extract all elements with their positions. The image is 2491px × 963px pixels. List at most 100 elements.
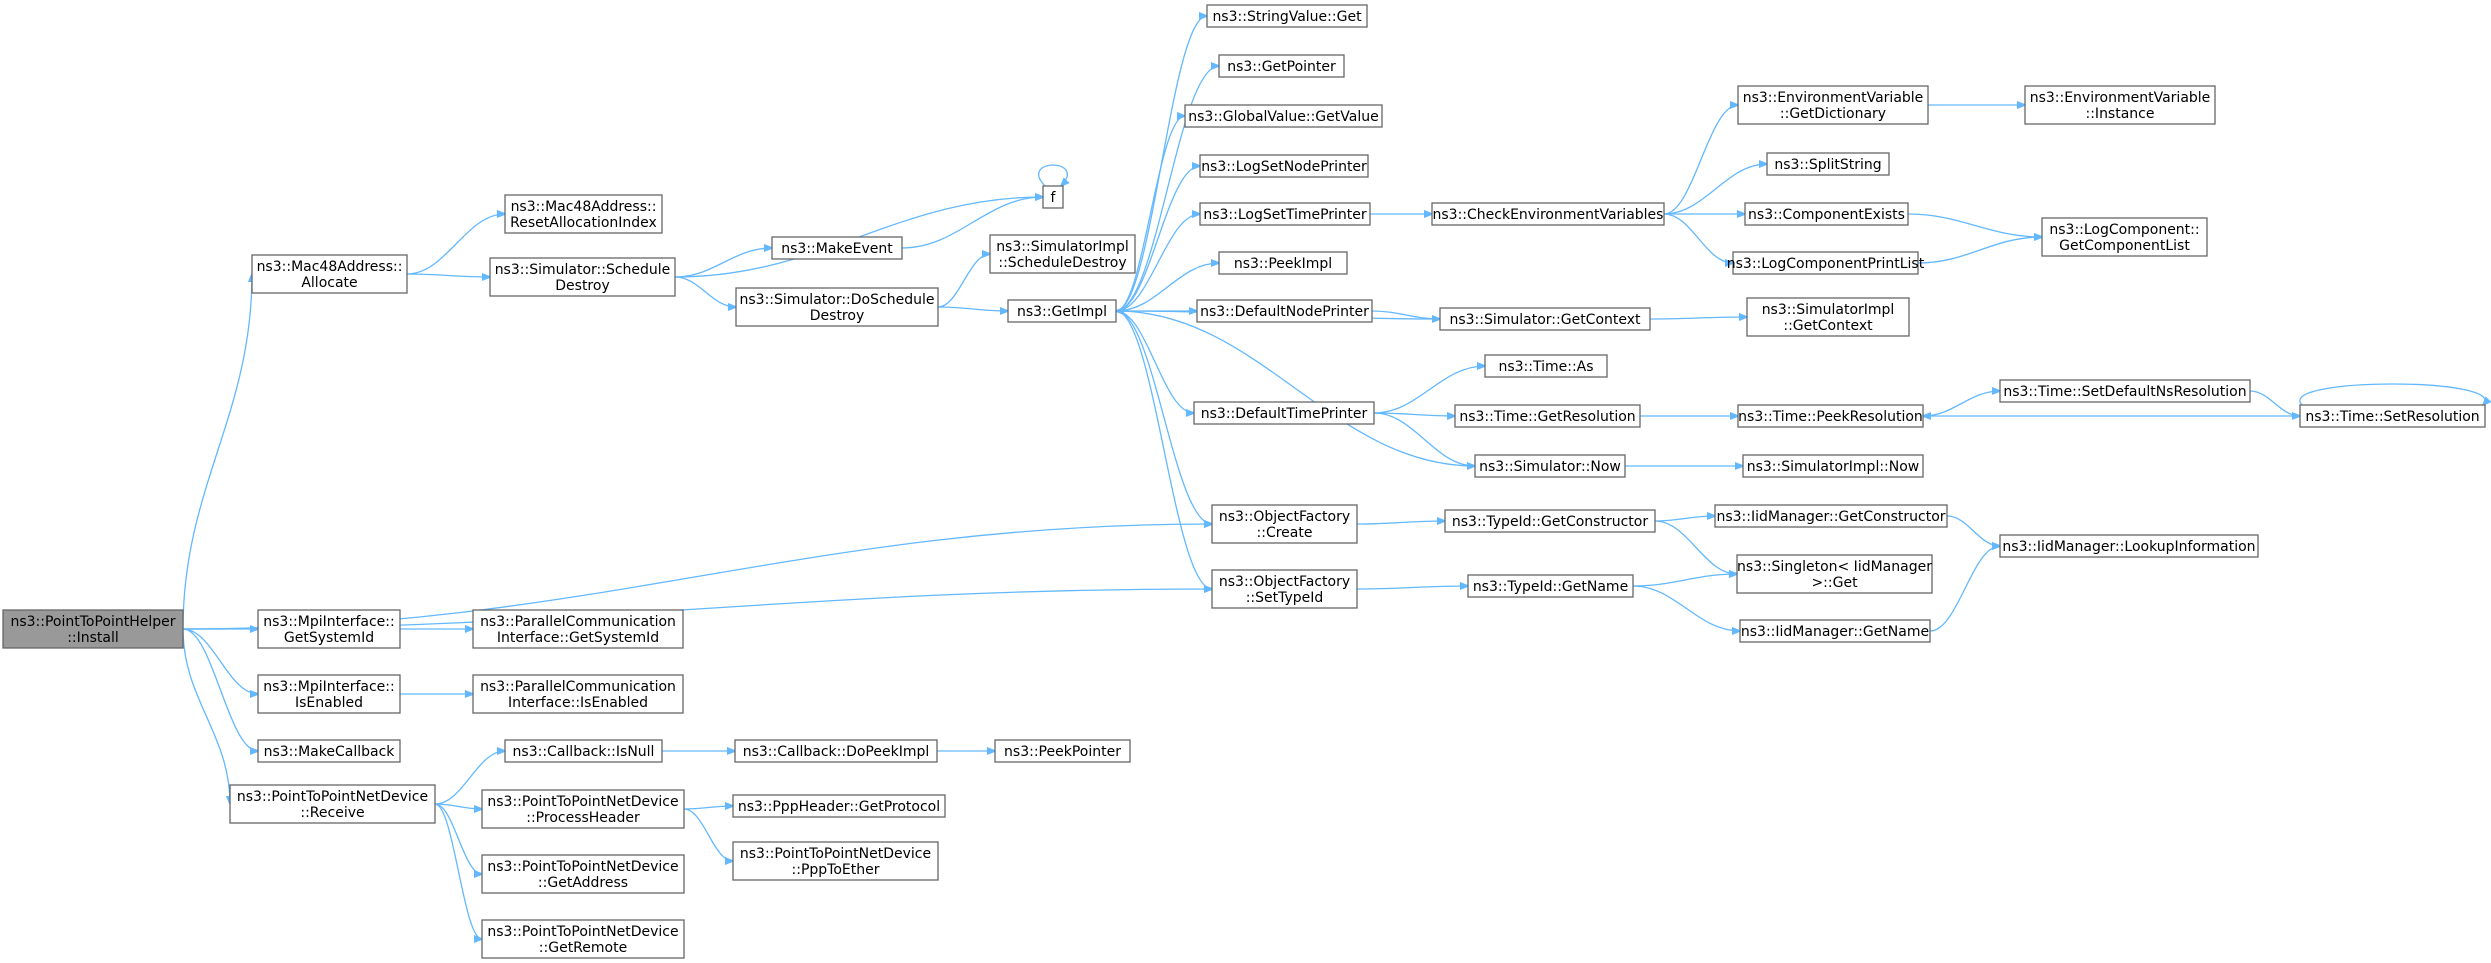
node-p2p-ppptoether[interactable]: ns3::PointToPointNetDevice::PppToEther xyxy=(732,841,939,881)
node-deftime[interactable]: ns3::DefaultTimePrinter xyxy=(1193,401,1375,425)
node-simimpl-ctx[interactable]: ns3::SimulatorImpl::GetContext xyxy=(1746,297,1910,337)
node-box xyxy=(1211,569,1358,609)
node-box xyxy=(1732,251,1919,275)
node-time-peekres[interactable]: ns3::Time::PeekResolution xyxy=(1737,404,1924,428)
node-simimpl-now[interactable]: ns3::SimulatorImpl::Now xyxy=(1742,454,1924,478)
node-label: ::GetRemote xyxy=(539,940,627,956)
node-iid-lookup[interactable]: ns3::IidManager::LookupInformation xyxy=(1999,534,2259,558)
node-getpointer[interactable]: ns3::GetPointer xyxy=(1218,54,1345,78)
node-defnode[interactable]: ns3::DefaultNodePrinter xyxy=(1196,299,1373,323)
node-label: ns3::ObjectFactory xyxy=(1219,574,1350,590)
node-p2p-receive[interactable]: ns3::PointToPointNetDevice::Receive xyxy=(229,784,436,824)
node-label: ns3::ObjectFactory xyxy=(1219,509,1350,525)
node-label: >::Get xyxy=(1811,575,1858,591)
node-label: ::SetTypeId xyxy=(1246,590,1324,606)
node-label: ns3::ParallelCommunication xyxy=(480,614,676,630)
node-typeid-getname[interactable]: ns3::TypeId::GetName xyxy=(1467,574,1634,598)
edge-sim-dosched-to-getimpl xyxy=(937,306,1008,311)
node-logsettime[interactable]: ns3::LogSetTimePrinter xyxy=(1199,202,1371,226)
node-label: ns3::GlobalValue::GetValue xyxy=(1188,109,1378,125)
node-mpi-enabled[interactable]: ns3::MpiInterface::IsEnabled xyxy=(257,674,401,714)
node-box xyxy=(1042,185,1064,209)
edge-deftime-to-sim-now xyxy=(1373,412,1475,466)
node-label: ns3::TypeId::GetConstructor xyxy=(1452,514,1648,530)
node-sim-getctx[interactable]: ns3::Simulator::GetContext xyxy=(1439,307,1651,331)
edge-typeid-getname-to-singleton xyxy=(1632,574,1737,587)
node-singleton[interactable]: ns3::Singleton< IidManager>::Get xyxy=(1736,554,1933,594)
node-label: ns3::MakeCallback xyxy=(264,744,396,760)
node-time-setdefns[interactable]: ns3::Time::SetDefaultNsResolution xyxy=(1999,379,2251,403)
edge-deftime-to-time-getres xyxy=(1373,413,1455,416)
node-makeevent[interactable]: ns3::MakeEvent xyxy=(771,236,903,260)
node-label: ns3::PointToPointNetDevice xyxy=(487,859,678,875)
node-typeid-getctor[interactable]: ns3::TypeId::GetConstructor xyxy=(1444,509,1656,533)
node-label: ::Create xyxy=(1257,525,1313,541)
node-time-as[interactable]: ns3::Time::As xyxy=(1484,354,1608,378)
node-getimpl[interactable]: ns3::GetImpl xyxy=(1007,299,1117,323)
node-objf-create[interactable]: ns3::ObjectFactory::Create xyxy=(1211,504,1358,544)
node-label: ::PppToEther xyxy=(792,862,880,878)
node-label: ns3::Callback::IsNull xyxy=(513,744,655,760)
node-label: ns3::IidManager::LookupInformation xyxy=(2002,539,2255,555)
node-box xyxy=(1439,307,1651,331)
edge-logcomplist-to-logcompget xyxy=(1917,237,2042,264)
edge-sim-now-to-getimpl xyxy=(1116,311,1476,467)
node-sim-now[interactable]: ns3::Simulator::Now xyxy=(1474,454,1626,478)
node-mac-reset[interactable]: ns3::Mac48Address::ResetAllocationIndex xyxy=(504,194,663,234)
node-compexists[interactable]: ns3::ComponentExists xyxy=(1744,202,1909,226)
node-box xyxy=(1218,54,1345,78)
node-time-setres[interactable]: ns3::Time::SetResolution xyxy=(2299,404,2486,428)
node-box xyxy=(504,194,663,234)
edge-time-peekres-to-time-setdefns xyxy=(1922,391,2000,417)
node-label: ns3::GetPointer xyxy=(1227,59,1336,75)
node-box xyxy=(257,609,401,649)
node-simimpl-sched[interactable]: ns3::SimulatorImpl::ScheduleDestroy xyxy=(989,234,1136,274)
node-iid-getname[interactable]: ns3::IidManager::GetName xyxy=(1739,619,1931,643)
node-makecallback[interactable]: ns3::MakeCallback xyxy=(257,739,401,763)
node-globalval[interactable]: ns3::GlobalValue::GetValue xyxy=(1184,104,1383,128)
node-label: ns3::Time::GetResolution xyxy=(1459,409,1635,425)
node-peekpointer[interactable]: ns3::PeekPointer xyxy=(994,739,1131,763)
node-label: ns3::TypeId::GetName xyxy=(1473,579,1628,595)
node-f[interactable]: f xyxy=(1042,185,1064,209)
node-box xyxy=(1484,354,1608,378)
node-pci-enabled[interactable]: ns3::ParallelCommunicationInterface::IsE… xyxy=(472,674,684,714)
node-checkenv[interactable]: ns3::CheckEnvironmentVariables xyxy=(1431,202,1665,226)
edge-p2p-procheader-to-p2p-ppptoether xyxy=(683,808,733,861)
node-label: ns3::DefaultNodePrinter xyxy=(1200,304,1369,320)
node-splitstr[interactable]: ns3::SplitString xyxy=(1766,152,1890,176)
node-strval[interactable]: ns3::StringValue::Get xyxy=(1206,4,1368,28)
node-label: ns3::Simulator::DoSchedule xyxy=(740,292,935,308)
node-envinst[interactable]: ns3::EnvironmentVariable::Instance xyxy=(2024,85,2216,125)
node-logcompget[interactable]: ns3::LogComponent::GetComponentList xyxy=(2041,217,2208,257)
node-peekimpl[interactable]: ns3::PeekImpl xyxy=(1218,251,1348,275)
node-root[interactable]: ns3::PointToPointHelper::Install xyxy=(2,609,184,649)
node-p2p-procheader[interactable]: ns3::PointToPointNetDevice::ProcessHeade… xyxy=(481,789,685,829)
node-time-getres[interactable]: ns3::Time::GetResolution xyxy=(1454,404,1641,428)
node-objf-settype[interactable]: ns3::ObjectFactory::SetTypeId xyxy=(1211,569,1358,609)
edge-p2p-receive-to-p2p-getremote xyxy=(434,803,482,939)
node-box xyxy=(771,236,903,260)
node-label: ns3::MpiInterface:: xyxy=(263,679,394,695)
node-logsetnode[interactable]: ns3::LogSetNodePrinter xyxy=(1199,154,1369,178)
node-pci-sysid[interactable]: ns3::ParallelCommunicationInterface::Get… xyxy=(472,609,684,649)
node-iid-getctor[interactable]: ns3::IidManager::GetConstructor xyxy=(1714,504,1948,528)
node-label: ns3::SimulatorImpl xyxy=(996,239,1129,255)
node-mac-alloc[interactable]: ns3::Mac48Address::Allocate xyxy=(251,254,408,294)
node-mpi-sysid[interactable]: ns3::MpiInterface::GetSystemId xyxy=(257,609,401,649)
node-cb-isnull[interactable]: ns3::Callback::IsNull xyxy=(504,739,663,763)
node-label: ns3::Mac48Address:: xyxy=(511,199,657,215)
node-ppp-getproto[interactable]: ns3::PppHeader::GetProtocol xyxy=(732,794,946,818)
node-logcomplist[interactable]: ns3::LogComponentPrintList xyxy=(1727,251,1925,275)
node-label: ns3::CheckEnvironmentVariables xyxy=(1433,207,1664,223)
node-p2p-getremote[interactable]: ns3::PointToPointNetDevice::GetRemote xyxy=(481,919,685,959)
node-label: GetSystemId xyxy=(284,630,374,646)
node-box xyxy=(257,739,401,763)
node-envdict[interactable]: ns3::EnvironmentVariable::GetDictionary xyxy=(1737,85,1929,125)
edge-typeid-getctor-to-iid-getctor xyxy=(1654,516,1715,522)
node-p2p-getaddr[interactable]: ns3::PointToPointNetDevice::GetAddress xyxy=(481,854,685,894)
node-sim-sched[interactable]: ns3::Simulator::ScheduleDestroy xyxy=(489,257,676,297)
node-cb-dopeek[interactable]: ns3::Callback::DoPeekImpl xyxy=(734,739,938,763)
